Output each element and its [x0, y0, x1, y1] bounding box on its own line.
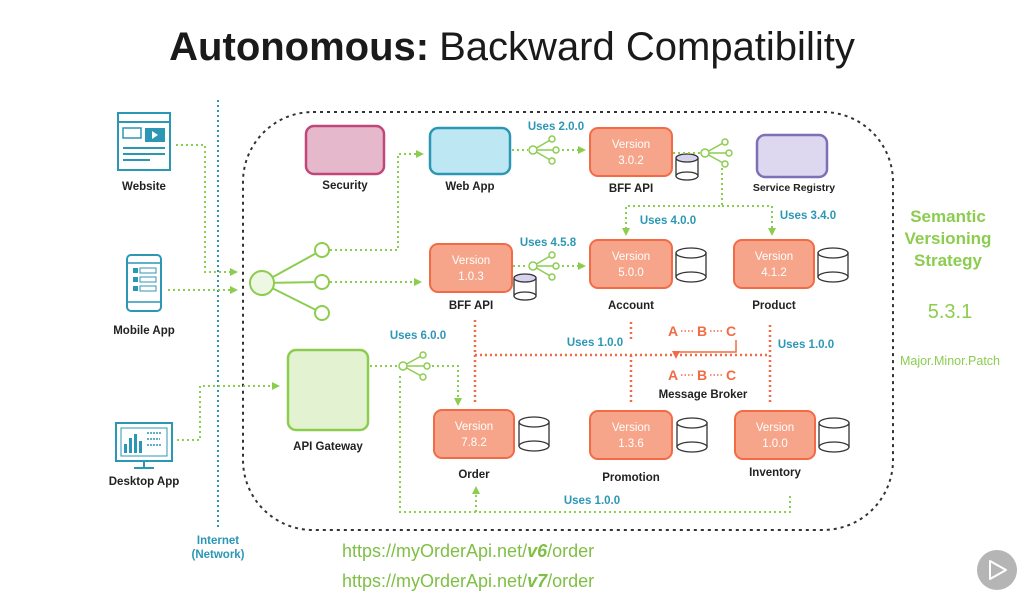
version-number: 5.0.0 [618, 267, 644, 279]
hub-connections [330, 150, 424, 286]
uses-label: Uses 2.0.0 [528, 121, 584, 133]
version-number: 4.1.2 [761, 267, 787, 279]
version-word: Version [756, 422, 794, 434]
database-icon [817, 247, 849, 283]
version-word: Version [612, 251, 650, 263]
uses-label: Uses 4.0.0 [640, 215, 696, 227]
order-box [433, 409, 515, 459]
topic-a: A [668, 323, 678, 339]
product-label: Product [752, 300, 796, 312]
mobile-phone-icon [126, 254, 162, 312]
system-boundary [242, 111, 894, 531]
bff-mid-box [429, 243, 513, 293]
database-icon [518, 416, 550, 452]
fanout-icon [700, 138, 733, 168]
topic-b: B [697, 367, 707, 383]
version-number: 1.0.3 [458, 271, 484, 283]
client-connections [168, 144, 280, 441]
play-button[interactable] [977, 550, 1017, 590]
service-registry-label: Service Registry [753, 182, 835, 194]
database-icon [675, 247, 707, 283]
version-example: 5.3.1 [928, 301, 972, 323]
load-balancer-icon [249, 242, 330, 321]
promotion-label: Promotion [602, 472, 660, 484]
database-icon [513, 273, 537, 301]
version-word: Version [612, 139, 650, 151]
webapp-box [428, 126, 512, 176]
strategy-title-line2: Versioning [905, 229, 992, 248]
version-number: 7.8.2 [461, 437, 487, 449]
database-icon [676, 417, 708, 453]
strategy-title-line3: Strategy [914, 251, 983, 270]
security-label: Security [322, 180, 368, 192]
webapp-label: Web App [445, 181, 494, 193]
version-word: Version [612, 422, 650, 434]
service-registry-box [755, 133, 829, 179]
website-icon [117, 112, 171, 171]
desktop-monitor-icon [115, 422, 173, 469]
fanout-icon [528, 251, 560, 281]
uses-label: Uses 3.4.0 [780, 210, 836, 222]
product-box [733, 239, 815, 289]
uses-label: Uses 4.5.8 [520, 237, 577, 249]
account-label: Account [608, 300, 654, 312]
fanout-icon [398, 351, 431, 381]
order-label: Order [458, 469, 490, 481]
version-number: 3.0.2 [618, 155, 644, 167]
uses-label: Uses 1.0.0 [778, 339, 834, 351]
version-word: Version [755, 251, 793, 263]
network-label: (Network) [191, 549, 244, 561]
desktop-app-label: Desktop App [109, 476, 180, 488]
security-box [304, 124, 386, 176]
topic-a: A [668, 367, 678, 383]
bff-top-box [589, 127, 673, 177]
gateway-order-link [370, 365, 791, 513]
mobile-app-label: Mobile App [113, 325, 175, 337]
version-number: 1.3.6 [618, 438, 644, 450]
topic-c: C [726, 367, 736, 383]
account-box [589, 239, 673, 289]
version-pattern: Major.Minor.Patch [900, 354, 1000, 368]
message-broker: A B C A B C [668, 323, 737, 383]
message-broker-label: Message Broker [659, 389, 748, 401]
api-gateway-label: API Gateway [293, 441, 363, 453]
uses-label: Uses 6.0.0 [390, 330, 446, 342]
url-v7[interactable]: https://myOrderApi.net/v7/order [342, 571, 594, 591]
version-number: 1.0.0 [762, 438, 788, 450]
database-icon [675, 153, 699, 181]
fanout-icon [528, 135, 560, 165]
bff-mid-label: BFF API [449, 300, 493, 312]
website-label: Website [122, 181, 166, 193]
topic-c: C [726, 323, 736, 339]
version-word: Version [452, 255, 490, 267]
bff-top-label: BFF API [609, 183, 653, 195]
page-title: Autonomous:Backward Compatibility [169, 25, 855, 69]
database-icon [818, 417, 850, 453]
inventory-label: Inventory [749, 467, 801, 479]
topic-b: B [697, 323, 707, 339]
api-gateway-box [286, 348, 370, 432]
version-word: Version [455, 421, 493, 433]
internet-label: Internet [197, 535, 239, 547]
promotion-box [589, 410, 673, 460]
url-v6[interactable]: https://myOrderApi.net/v6/order [342, 541, 594, 561]
message-broker-links [473, 320, 772, 402]
strategy-title-line1: Semantic [910, 207, 986, 226]
uses-label: Uses 1.0.0 [567, 337, 623, 349]
bff-top-downstream [622, 152, 776, 236]
inventory-box [734, 410, 816, 460]
uses-label: Uses 1.0.0 [564, 495, 620, 507]
